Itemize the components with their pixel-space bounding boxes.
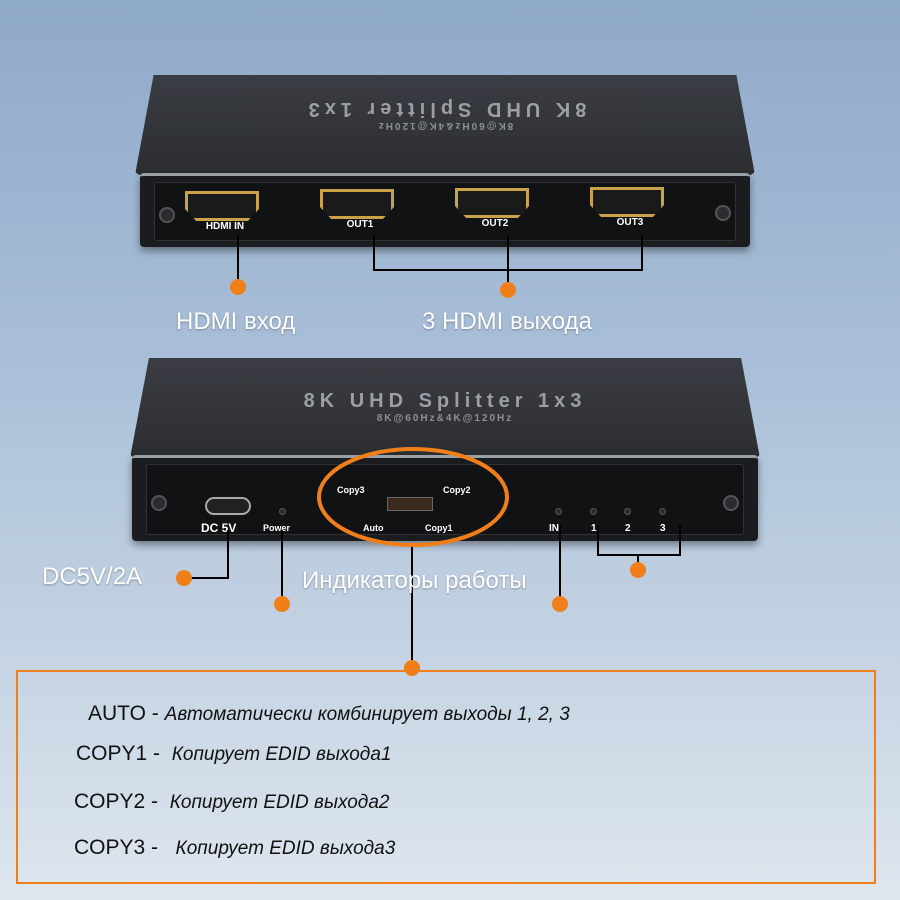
switch-label-auto: Auto	[363, 523, 384, 533]
legend-row-copy3: COPY3 - Копирует EDID выхода3	[74, 836, 395, 860]
mode-name: AUTO -	[88, 702, 159, 725]
label-hdmi-in: HDMI вход	[176, 308, 296, 335]
screw-icon	[151, 495, 167, 511]
port-label: OUT1	[346, 219, 374, 230]
hdmi-port-icon	[185, 191, 259, 221]
screw-icon	[723, 495, 739, 511]
port-out1[interactable]: OUT1	[320, 189, 400, 230]
port-out3[interactable]: OUT3	[590, 187, 670, 228]
mode-name: COPY2 -	[74, 790, 159, 813]
led-label: 1	[591, 523, 597, 534]
power-led	[279, 508, 286, 515]
device-front-panel: DC 5V Power Copy3 Copy2 Auto Copy1 IN 1 …	[132, 455, 758, 541]
usb-c-port[interactable]	[205, 497, 251, 515]
mode-legend-box: AUTO - Автоматически комбинирует выходы …	[16, 670, 876, 884]
legend-row-copy1: COPY1 - Копирует EDID выхода1	[76, 742, 391, 766]
label-hdmi-out: 3 HDMI выхода	[422, 308, 592, 335]
led-label: 2	[625, 523, 631, 534]
device-brand: 8K UHD Splitter 1x3	[303, 390, 587, 412]
device-spec: 8K@60Hz&4K@120Hz	[376, 413, 514, 424]
device-top-face: 8K UHD Splitter 1x3 8K@60Hz&4K@120Hz	[130, 358, 760, 458]
callout-dot	[176, 570, 192, 586]
legend-row-copy2: COPY2 - Копирует EDID выхода2	[74, 790, 389, 814]
mode-desc: Копирует EDID выхода1	[171, 744, 392, 765]
led-1	[590, 508, 597, 515]
port-hdmi-in[interactable]: HDMI IN	[185, 191, 265, 232]
port-out2[interactable]: OUT2	[455, 188, 535, 229]
mode-desc: Копирует EDID выхода2	[169, 792, 390, 813]
hdmi-port-icon	[455, 188, 529, 218]
hdmi-port-icon	[590, 187, 664, 217]
port-label: OUT3	[616, 217, 644, 228]
callout-dot	[500, 282, 516, 298]
mode-desc: Автоматически комбинирует выходы 1, 2, 3	[164, 704, 570, 725]
led-3	[659, 508, 666, 515]
switch-label-copy2: Copy2	[443, 485, 471, 495]
device-front-panel: HDMI IN OUT1 OUT2 OUT3	[140, 173, 750, 247]
switch-label-copy3: Copy3	[337, 485, 365, 495]
power-label: Power	[263, 523, 291, 533]
label-indicators: Индикаторы работы	[302, 567, 527, 594]
mode-desc: Копирует EDID выхода3	[175, 838, 396, 859]
screw-icon	[715, 205, 731, 221]
callout-dot	[404, 660, 420, 676]
bottom-device: 8K UHD Splitter 1x3 8K@60Hz&4K@120Hz DC …	[130, 358, 760, 543]
callout-dot	[274, 596, 290, 612]
led-label: 3	[660, 523, 666, 534]
led-in	[555, 508, 562, 515]
mode-switch[interactable]	[387, 497, 433, 511]
mode-name: COPY1 -	[76, 742, 161, 765]
label-dc: DC5V/2A	[42, 563, 143, 590]
callout-dot	[552, 596, 568, 612]
hdmi-port-icon	[320, 189, 394, 219]
led-label: IN	[549, 523, 559, 534]
callout-dot	[630, 562, 646, 578]
switch-highlight-ellipse	[317, 447, 509, 547]
port-label: HDMI IN	[205, 221, 245, 232]
switch-label-copy1: Copy1	[425, 523, 453, 533]
callout-dot	[230, 279, 246, 295]
port-label: OUT2	[481, 218, 509, 229]
legend-row-auto: AUTO - Автоматически комбинирует выходы …	[88, 702, 570, 726]
screw-icon	[159, 207, 175, 223]
led-2	[624, 508, 631, 515]
device-top-face: 8K@60Hz&4K@120Hz 8K UHD Splitter 1x3	[135, 75, 755, 175]
top-device: 8K@60Hz&4K@120Hz 8K UHD Splitter 1x3 HDM…	[135, 75, 755, 250]
mode-name: COPY3 -	[74, 836, 159, 859]
